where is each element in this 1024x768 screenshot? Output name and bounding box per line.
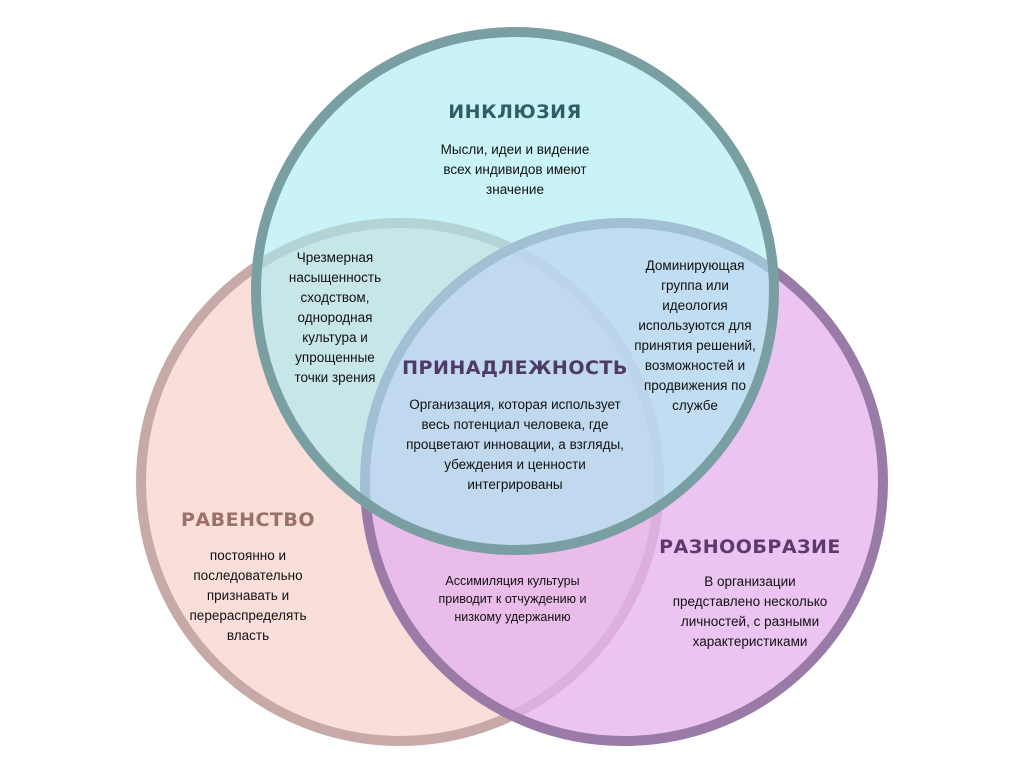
inclusion-circle [251,27,779,555]
belonging-title: ПРИНАДЛЕЖНОСТЬ [402,357,628,379]
inclusion-title: ИНКЛЮЗИЯ [448,101,582,123]
equality-title: РАВЕНСТВО [180,509,316,531]
diversity-title: РАЗНООБРАЗИЕ [659,536,841,558]
